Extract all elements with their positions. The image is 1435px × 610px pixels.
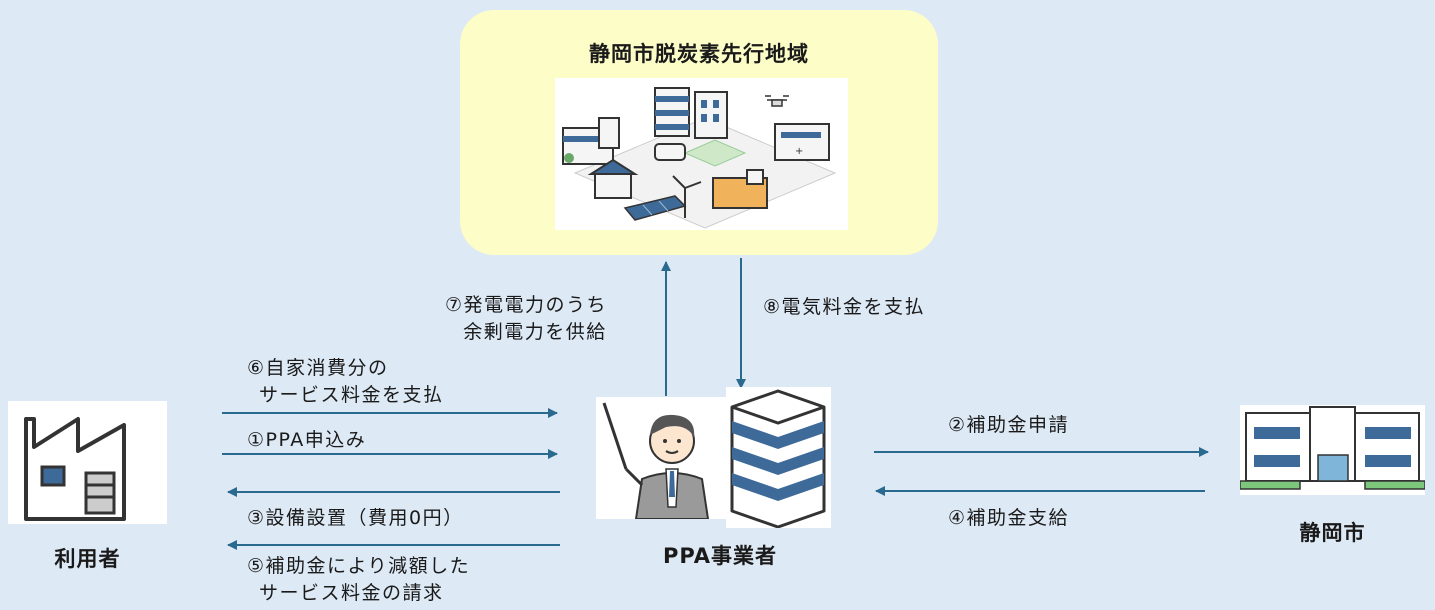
step7-line1: ⑦発電電力のうち: [445, 294, 608, 316]
step2-label: ②補助金申請: [948, 414, 1070, 436]
step3-label: ③設備設置（費用0円）: [247, 507, 464, 529]
server-building-icon: [726, 387, 831, 529]
step5-label: ⑤補助金により減額した サービス料金の請求: [247, 553, 470, 607]
step7-label: ⑦発電電力のうち 余剰電力を供給: [445, 292, 607, 346]
step6-label: ⑥自家消費分の サービス料金を支払: [247, 355, 444, 409]
svg-text:+: +: [795, 146, 803, 157]
presenter-icon: [596, 397, 729, 520]
step5-line2: サービス料金の請求: [259, 582, 444, 604]
region-title: 静岡市脱炭素先行地域: [589, 42, 809, 66]
smart-city-illustration: +: [555, 78, 848, 230]
step8-label: ⑧電気料金を支払: [763, 296, 926, 318]
ppa-operator-label: PPA事業者: [662, 544, 778, 568]
city-hall-icon: [1239, 405, 1426, 495]
factory-icon: [8, 401, 167, 524]
user-label: 利用者: [54, 547, 121, 571]
city-label: 静岡市: [1299, 521, 1366, 545]
step5-line1: ⑤補助金により減額した: [247, 555, 471, 577]
step6-line2: サービス料金を支払: [259, 384, 444, 406]
step1-label: ①PPA申込み: [247, 429, 367, 451]
step6-line1: ⑥自家消費分の: [247, 357, 389, 379]
step7-line2: 余剰電力を供給: [463, 321, 607, 343]
step4-label: ④補助金支給: [948, 507, 1070, 529]
